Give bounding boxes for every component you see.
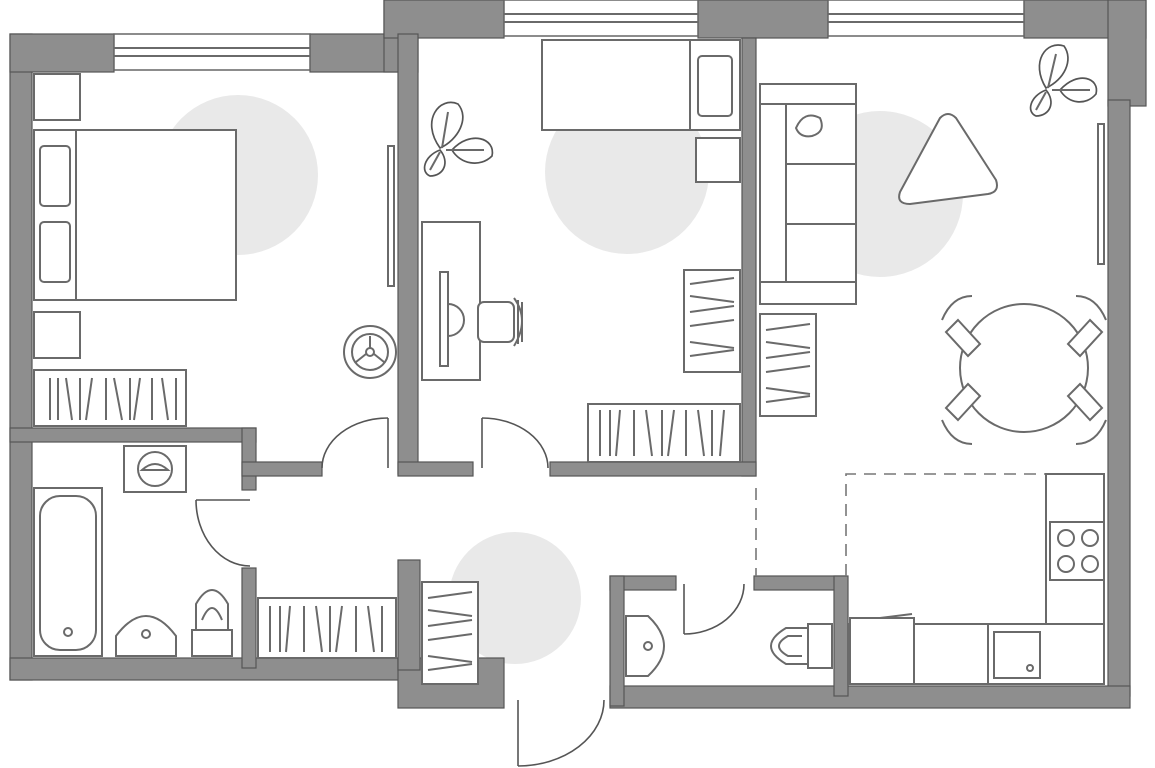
nightstand-top	[33, 73, 81, 121]
sink-icon	[625, 615, 665, 677]
door-bathroom	[195, 499, 251, 567]
study-nightstand	[695, 137, 741, 183]
toilet-icon	[770, 623, 833, 669]
sofa-icon	[759, 83, 857, 305]
window-bedroom	[113, 33, 311, 71]
door-toilet	[683, 583, 745, 635]
door-bedroom	[321, 417, 389, 469]
dining-table-icon	[941, 295, 1107, 445]
windows	[113, 0, 1025, 71]
dining-chair	[941, 382, 982, 445]
sink-icon	[115, 615, 177, 657]
plant-icon	[423, 101, 494, 177]
sink-icon	[993, 631, 1041, 679]
nightstand-bottom	[33, 311, 81, 359]
washing-machine-icon	[123, 445, 187, 493]
chair-swivel-icon	[343, 325, 397, 379]
single-bed-icon	[541, 39, 741, 131]
walls	[9, 0, 1147, 709]
bathtub-icon	[33, 487, 103, 657]
window-living	[827, 0, 1025, 37]
coffee-table-icon	[898, 113, 998, 206]
bed-icon	[33, 129, 237, 301]
doors[interactable]	[195, 123, 1105, 767]
fridge-icon	[849, 617, 915, 685]
bedroom-furniture	[33, 73, 397, 427]
living-furniture	[759, 44, 1107, 445]
desk-icon	[421, 221, 481, 381]
bookshelf-icon	[33, 369, 187, 427]
toilet-room-furniture	[625, 615, 833, 677]
bookshelf-icon	[759, 313, 817, 417]
window-study	[503, 0, 699, 37]
bookshelf-icon	[587, 403, 741, 463]
dining-chair	[1066, 295, 1107, 358]
kitchen-furniture	[847, 473, 1105, 685]
sliding-door-living	[1097, 123, 1105, 265]
hallway-furniture	[421, 581, 479, 685]
bookshelf-icon	[683, 269, 741, 373]
bookshelf-icon	[421, 581, 479, 685]
office-chair-icon	[477, 297, 523, 347]
dining-chair	[941, 295, 982, 358]
sliding-door-bedroom	[387, 145, 395, 287]
dining-chair	[1066, 382, 1107, 445]
study-furniture	[421, 39, 741, 463]
toilet-icon	[191, 589, 233, 657]
kitchen-zone	[755, 473, 1104, 576]
plant-icon	[1029, 44, 1098, 117]
door-study	[481, 417, 549, 469]
bathroom-furniture	[33, 445, 397, 659]
door-entrance	[517, 699, 605, 767]
stove-icon	[1049, 521, 1105, 581]
bookshelf-icon	[257, 597, 397, 659]
